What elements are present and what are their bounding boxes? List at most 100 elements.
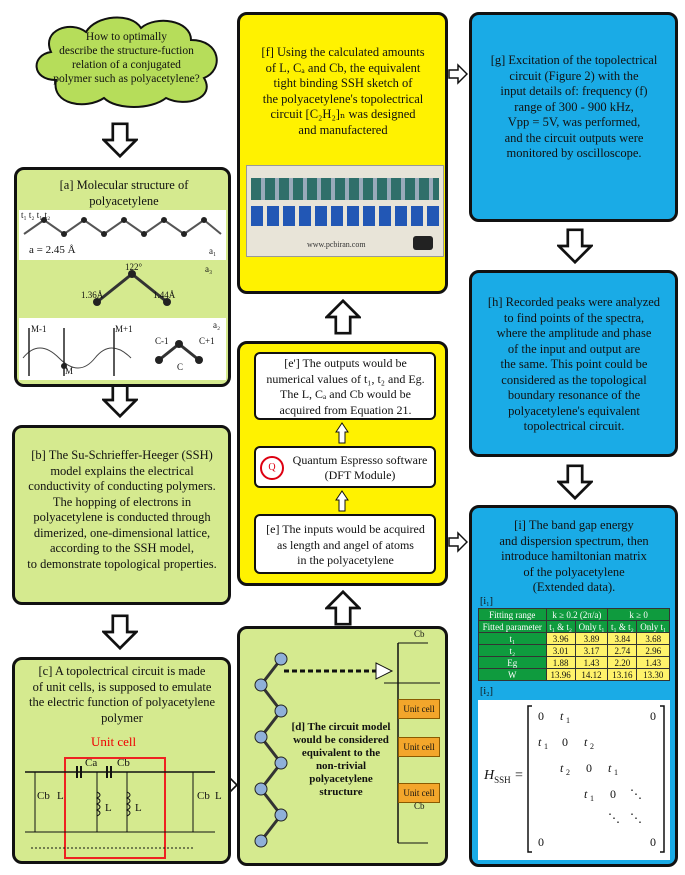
cb-label-right: Cb [197,790,210,802]
cb-label-top: Cb [414,629,425,639]
th-sub-2: Only t₁ [574,620,609,633]
panel-b-text: [b] The Su-Schrieffer-Heeger (SSH) model… [27,448,217,571]
panel-h-peak-analysis: [h] Recorded peaks were analyzed to find… [469,270,678,457]
th-k2: k ≥ 0 [607,608,670,621]
hssh-subscript: SSH [494,774,511,785]
table-cell: 3.01 [545,644,576,657]
quantum-espresso-logo-icon: Q [260,456,284,480]
label-a3: a₃ [205,264,213,274]
panel-e-prime-outputs: [e'] The outputs would be numerical valu… [254,352,436,420]
th-sub-4: Only t₁ [636,620,670,633]
label-m-plus-1: M+1 [115,324,133,334]
svg-text:t: t [538,735,542,749]
hssh-symbol: HSSH = [484,768,524,785]
equals-sign: = [514,768,524,783]
svg-text:⋱: ⋱ [608,811,620,825]
svg-text:0: 0 [610,787,616,801]
svg-text:0: 0 [650,709,656,723]
lattice-constant-label: a = 2.45 Å [29,244,76,256]
bond-length-2: 1.44Å [153,290,176,300]
l-label-left: L [57,790,64,802]
label-c-minus-1: C-1 [155,336,169,346]
l-label-right: L [215,790,222,802]
panel-i-hamiltonian: [i] The band gap energy and dispersion s… [469,505,678,867]
panel-c-text: [c] A topolectrical circuit is made of u… [28,664,216,725]
arrow-down-3 [102,612,138,652]
hopping-labels: t₁ t₂ t₁ t₂ [21,210,51,220]
label-c: C [177,362,184,372]
table-cell: 3.96 [545,632,576,645]
cloud-text: How to optimally describe the structure-… [53,31,200,85]
row-label: t₂ [478,644,547,657]
arrow-up-e2-f [325,297,361,337]
table-cell: 13.16 [607,668,638,681]
svg-text:t: t [608,761,612,775]
arrow-down-1 [102,120,138,160]
panel-e-prime-text: [e'] The outputs would be numerical valu… [266,356,425,417]
arrow-down-g-h [557,226,593,266]
polymer-chain-figure [254,652,288,848]
quantum-espresso-text: Quantum Espresso software (DFT Module) [292,453,428,482]
row-label: Eg [478,656,547,669]
table-cell: 13.30 [636,668,670,681]
svg-text:2: 2 [566,768,570,777]
table-cell: 2.20 [607,656,638,669]
svg-text:⋱: ⋱ [630,787,642,801]
label-m: M [65,366,74,376]
table-cell: 3.84 [607,632,638,645]
dashed-arrow [284,662,394,680]
cb-label-left: Cb [37,790,50,802]
unit-cell-box-1: Unit cell [398,699,440,719]
th-fitting-range: Fitting range [478,608,547,621]
panel-d-circuit-model: Unit cell Unit cell Unit cell Cb Cb [d] … [237,626,448,866]
table-row: t₁ 3.96 3.89 3.84 3.68 [478,632,670,645]
table-cell: 3.68 [636,632,670,645]
l-label-inner-2: L [135,802,142,814]
label-i2: [i₂] [480,686,493,697]
arrow-down-h-i [557,462,593,502]
svg-text:1: 1 [614,768,618,777]
ssh-circuit-figure [25,757,215,859]
label-c-plus-1: C+1 [199,336,215,346]
table-cell: 1.43 [574,656,609,669]
panel-c-topolectrical-circuit: [c] A topolectrical circuit is made of u… [12,657,231,864]
panel-g-excitation: [g] Excitation of the topolectrical circ… [469,12,678,222]
svg-text:t: t [584,735,588,749]
svg-text:2: 2 [590,742,594,751]
quantum-espresso-box: Q Quantum Espresso software (DFT Module) [254,446,436,488]
svg-text:1: 1 [590,794,594,803]
bond-angle-figure: 122° 1.36Å 1.44Å a₃ [77,262,227,310]
unit-cell-box-3: Unit cell [398,783,440,803]
angle-label: 122° [125,262,143,272]
table-row: t₂ 3.01 3.17 2.74 2.96 [478,644,670,657]
cloud-shape [35,16,218,108]
arrow-right-f-g [448,60,468,88]
table-cell: 14.12 [574,668,609,681]
cb-label-inner: Cb [117,757,130,769]
table-cell: 3.89 [574,632,609,645]
panel-a-molecular-structure: [a] Molecular structure of polyacetylene… [14,167,231,387]
fitting-table: Fitting range k ≥ 0.2 (2π/a) k ≥ 0 Fitte… [478,608,670,681]
svg-text:t: t [560,709,564,723]
panel-g-text: [g] Excitation of the topolectrical circ… [490,53,658,160]
th-fitted-param: Fitted parameter [478,620,547,633]
panel-f-circuit-fabrication: [f] Using the calculated amounts of L, C… [237,12,448,294]
row-label: W [478,668,547,681]
unit-cell-label: Unit cell [91,734,137,749]
table-cell: 13.96 [545,668,576,681]
unit-cell-box-2: Unit cell [398,737,440,757]
svg-text:1: 1 [544,742,548,751]
cb-label-bottom: Cb [414,801,425,811]
bond-length-1: 1.36Å [81,290,104,300]
question-cloud: How to optimally describe the structure-… [26,10,226,110]
pcb-photo: www.pcbiran.com [246,165,444,257]
panel-a-text: [a] Molecular structure of polyacetylene [59,178,189,208]
table-cell: 3.17 [574,644,609,657]
hssh-letter: H [484,768,495,783]
panel-f-text: [f] Using the calculated amounts of L, C… [261,45,425,137]
pcb-url: www.pcbiran.com [307,240,366,249]
label-m-minus-1: M-1 [31,324,47,334]
th-k1: k ≥ 0.2 (2π/a) [545,608,609,621]
